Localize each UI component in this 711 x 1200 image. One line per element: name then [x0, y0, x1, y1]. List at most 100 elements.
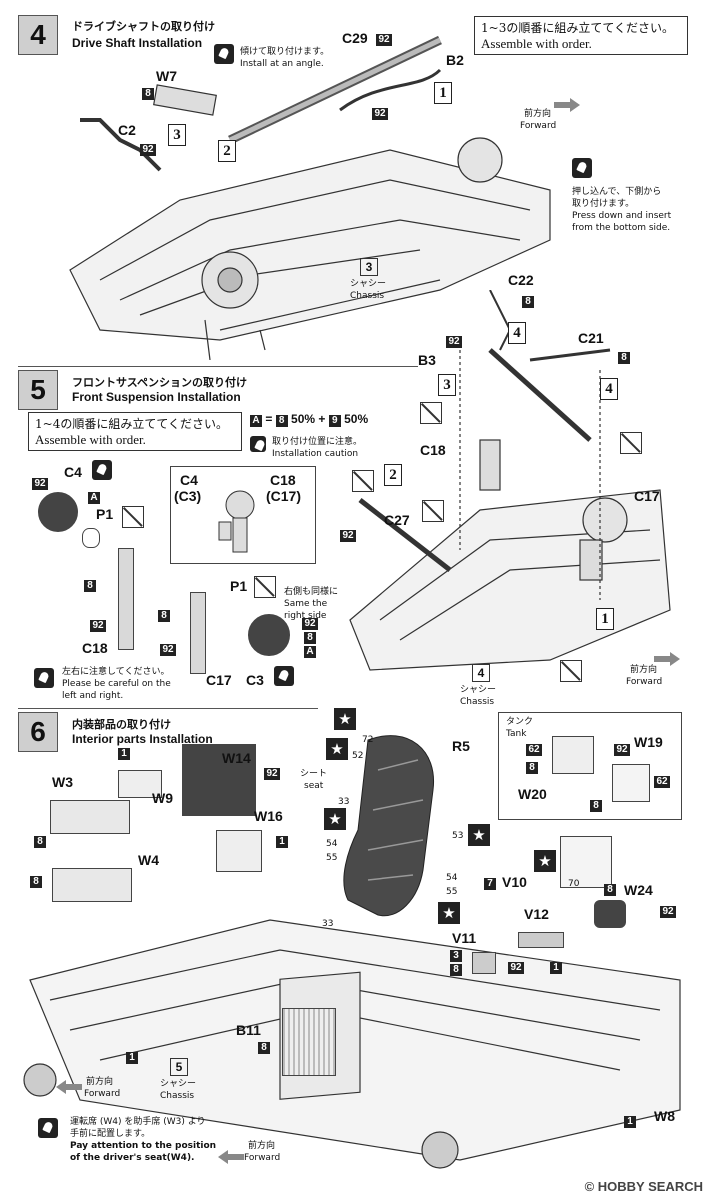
- careful-icon: [34, 668, 54, 688]
- badge-v10: 7: [484, 878, 496, 890]
- num-70: 70: [568, 879, 580, 889]
- no-glue-icon-r2: [620, 432, 642, 454]
- part-w8: W8: [654, 1108, 675, 1124]
- step4-chassis-en: Chassis: [350, 291, 385, 301]
- step4-order-en: Assemble with order.: [481, 36, 592, 51]
- step6-divider: [18, 708, 318, 709]
- badge-c4-92: 92: [32, 478, 48, 490]
- step4-chassis-jp: シャシー: [350, 279, 387, 289]
- same-jp: 右側も同様に: [284, 587, 339, 597]
- badge-b3: 92: [446, 336, 462, 348]
- driver-en-2: of the driver's seat(W4).: [70, 1153, 195, 1163]
- star-icon-4: ★: [324, 808, 346, 830]
- part-p1-b: P1: [230, 578, 248, 594]
- v11-part: [472, 952, 496, 974]
- caution-jp: 取り付け位置に注意。: [272, 437, 363, 447]
- step5-chassis-num: 4: [472, 664, 490, 682]
- p1-pin: [82, 528, 100, 548]
- step6-forward2-jp: 前方向: [248, 1141, 276, 1151]
- step5-assembly-drawing: [349, 290, 671, 671]
- badge-v11-3: 3: [450, 950, 462, 962]
- part-w9: W9: [152, 790, 173, 806]
- badge-w14: 92: [264, 768, 280, 780]
- part-r5: R5: [452, 738, 470, 754]
- badge-b2: 92: [372, 108, 388, 120]
- step6-forward-arrow-icon: [56, 1080, 82, 1094]
- part-c18-left: C18: [82, 640, 108, 656]
- step5-order-4b: 4: [600, 378, 618, 400]
- step4-title-en: Drive Shaft Installation: [72, 36, 203, 50]
- part-w4: W4: [138, 852, 159, 868]
- w4-part: [52, 868, 132, 902]
- badge-c3-8: 8: [304, 632, 316, 644]
- no-glue-icon-r3: [352, 470, 374, 492]
- star-icon-1: ★: [334, 708, 356, 730]
- press-jp-1: 押し込んで、下側から: [572, 187, 662, 197]
- w14-part: [182, 744, 256, 816]
- num-33: 33: [338, 797, 350, 807]
- badge-c22: 8: [522, 296, 534, 308]
- num-54: 54: [326, 839, 338, 849]
- part-v10: V10: [502, 874, 527, 890]
- step4-forward-en: Forward: [520, 121, 557, 131]
- c3-icon: [274, 666, 294, 686]
- part-c17-left: C17: [206, 672, 232, 688]
- order-mark-2: 2: [218, 140, 236, 162]
- badge-c3-92: 92: [302, 618, 318, 630]
- badge-w9: 1: [118, 748, 130, 760]
- badge-c27: 92: [340, 530, 356, 542]
- color-spec: A = 8 50% + 9 50%: [250, 412, 368, 427]
- part-c21: C21: [578, 330, 604, 346]
- step6-forward-jp: 前方向: [86, 1077, 114, 1087]
- num-52: 52: [352, 751, 364, 761]
- no-glue-icon-left: [122, 506, 144, 528]
- badge-c18-8: 8: [84, 580, 96, 592]
- part-c22: C22: [508, 272, 534, 288]
- num-55b: 55: [446, 887, 458, 897]
- angle-note-jp: 傾けて取り付けます。: [240, 47, 330, 57]
- inset-c17: (C17): [266, 488, 302, 504]
- brake-disc-c3: [248, 614, 290, 656]
- step5-forward-jp: 前方向: [630, 665, 658, 675]
- badge-v11-8: 8: [450, 964, 462, 976]
- step5-order-1: 1: [596, 608, 614, 630]
- badge-c2: 92: [140, 144, 156, 156]
- step5-chassis-en: Chassis: [460, 697, 495, 707]
- badge-w16: 1: [276, 836, 288, 848]
- badge-c21: 8: [618, 352, 630, 364]
- badge-w4: 8: [30, 876, 42, 888]
- careful-en-1: Please be careful on the: [62, 679, 171, 689]
- no-glue-icon-mid: [254, 576, 276, 598]
- part-v11: V11: [452, 930, 477, 946]
- step5-order-2: 2: [384, 464, 402, 486]
- inset-drawing: [218, 490, 255, 553]
- driver-jp-2: 手前に配置します。: [70, 1129, 151, 1139]
- badge-tank-92: 92: [614, 744, 630, 756]
- badge-v12-92: 92: [508, 962, 524, 974]
- gauge-part: [612, 764, 650, 802]
- press-en-2: from the bottom side.: [572, 223, 671, 233]
- same-en-1: Same the: [284, 599, 328, 609]
- part-b2: B2: [446, 52, 464, 68]
- seat-drawing: [343, 735, 435, 917]
- badge-tank-8: 8: [526, 762, 538, 774]
- step-number-5: 5: [18, 370, 58, 410]
- inset-c18: C18: [270, 472, 296, 488]
- step5-order-en: Assemble with order.: [35, 432, 146, 447]
- driver-note-icon: [38, 1118, 58, 1138]
- step6-title-en: Interior parts Installation: [72, 732, 213, 746]
- step6-floor-drawing: [23, 919, 681, 1169]
- step6-forward2-arrow-icon: [218, 1150, 244, 1164]
- badge-c3-a: A: [304, 646, 316, 658]
- part-w7: W7: [156, 68, 177, 84]
- driver-en-1: Pay attention to the position: [70, 1141, 217, 1151]
- part-b11: B11: [236, 1022, 261, 1038]
- badge-c17-92: 92: [160, 644, 176, 656]
- part-c18-right: C18: [420, 442, 446, 458]
- badge-bottom-1: 1: [126, 1052, 138, 1064]
- step6-forward-en: Forward: [84, 1089, 121, 1099]
- step5-forward-arrow-icon: [654, 652, 680, 666]
- star-icon-2: ★: [326, 738, 348, 760]
- c18-strut-left: [118, 548, 134, 650]
- badge-v12-1: 1: [550, 962, 562, 974]
